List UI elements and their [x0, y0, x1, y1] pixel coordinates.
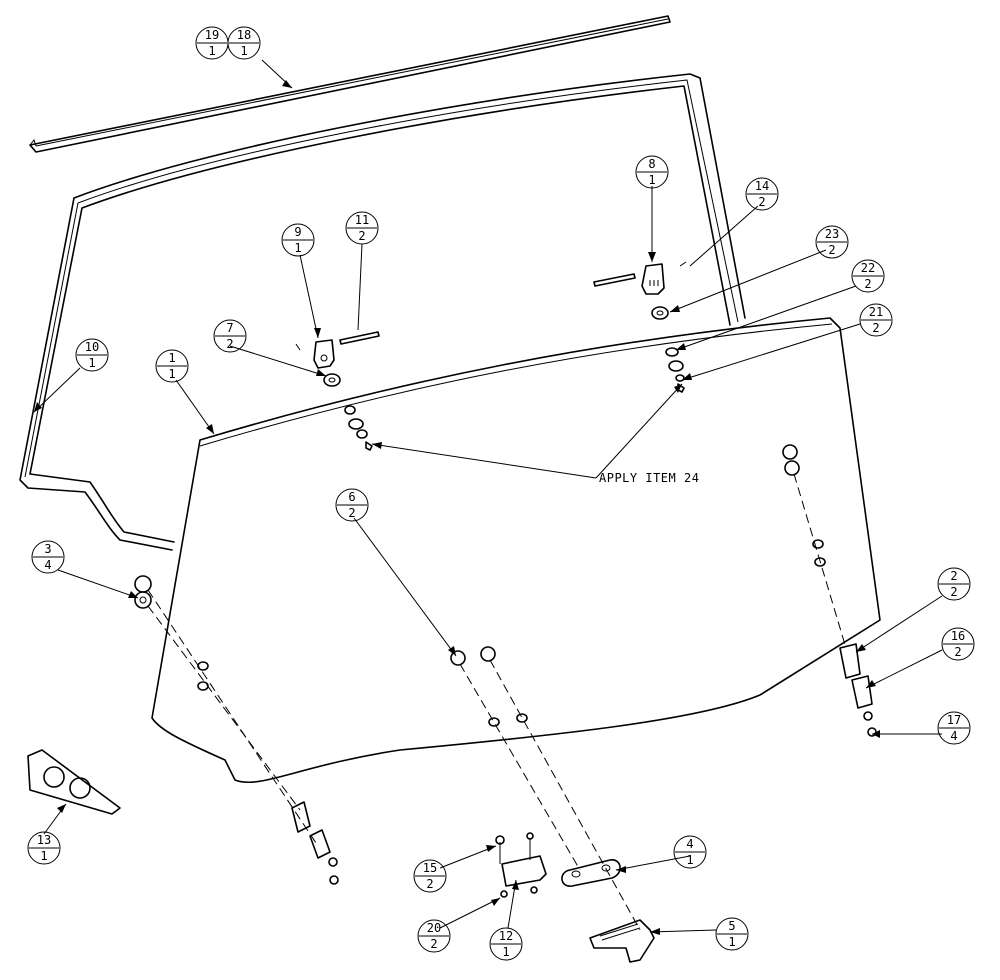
svg-text:20: 20: [427, 921, 441, 935]
callout-bubbles: 19 1 18 1 10 1 1 1 9 1 11 2: [27, 26, 975, 961]
callout-16: 16 2: [941, 627, 975, 661]
svg-text:2: 2: [758, 195, 765, 209]
callout-1: 1 1: [155, 349, 189, 383]
svg-text:9: 9: [294, 225, 301, 239]
callout-23: 23 2: [815, 225, 849, 259]
svg-text:16: 16: [951, 629, 965, 643]
svg-text:4: 4: [44, 558, 51, 572]
callout-4: 4 1: [673, 835, 707, 869]
apply-item-note: APPLY ITEM 24: [599, 471, 699, 485]
leader-lines: [33, 59, 943, 933]
callout-14: 14 2: [745, 177, 779, 211]
svg-text:1: 1: [40, 849, 47, 863]
callout-12: 12 1: [489, 927, 523, 961]
svg-text:1: 1: [240, 44, 247, 58]
callout-17: 17 4: [937, 711, 971, 745]
svg-text:2: 2: [950, 585, 957, 599]
svg-text:4: 4: [686, 837, 693, 851]
svg-text:1: 1: [88, 356, 95, 370]
svg-text:22: 22: [861, 261, 875, 275]
svg-text:15: 15: [423, 861, 437, 875]
svg-text:1: 1: [168, 351, 175, 365]
latch-plate: [27, 749, 121, 815]
svg-text:2: 2: [226, 337, 233, 351]
svg-text:18: 18: [237, 28, 251, 42]
callout-11: 11 2: [345, 211, 379, 245]
left-hinge: [295, 331, 380, 369]
center-bumper-assembly: [450, 646, 641, 931]
svg-text:2: 2: [954, 645, 961, 659]
svg-text:17: 17: [947, 713, 961, 727]
svg-text:2: 2: [430, 937, 437, 951]
svg-text:1: 1: [648, 173, 655, 187]
callout-2: 2 2: [937, 567, 971, 601]
svg-text:7: 7: [226, 321, 233, 335]
svg-text:2: 2: [872, 321, 879, 335]
callout-15: 15 2: [413, 859, 447, 893]
svg-text:19: 19: [205, 28, 219, 42]
svg-text:2: 2: [864, 277, 871, 291]
callout-10: 10 1: [75, 338, 109, 372]
left-washer-stack: [323, 373, 373, 451]
callout-5: 5 1: [715, 917, 749, 951]
callout-6: 6 2: [335, 488, 369, 522]
svg-text:13: 13: [37, 833, 51, 847]
callout-9: 9 1: [281, 223, 315, 257]
right-bumper-assembly: [782, 444, 877, 737]
callout-20: 20 2: [417, 919, 451, 953]
svg-text:2: 2: [358, 229, 365, 243]
leader-arrowheads: [34, 80, 880, 935]
callout-8: 8 1: [635, 155, 669, 189]
svg-text:8: 8: [648, 157, 655, 171]
svg-text:2: 2: [348, 506, 355, 520]
svg-text:1: 1: [294, 241, 301, 255]
svg-text:2: 2: [426, 877, 433, 891]
svg-text:5: 5: [728, 919, 735, 933]
svg-text:2: 2: [950, 569, 957, 583]
svg-text:2: 2: [828, 243, 835, 257]
window-frame: [19, 73, 746, 551]
callout-22: 22 2: [851, 259, 885, 293]
svg-text:23: 23: [825, 227, 839, 241]
lower-hardware: [495, 832, 655, 963]
callout-7: 7 2: [213, 319, 247, 353]
svg-text:12: 12: [499, 929, 513, 943]
svg-text:1: 1: [168, 367, 175, 381]
svg-text:6: 6: [348, 490, 355, 504]
svg-text:1: 1: [686, 853, 693, 867]
svg-text:10: 10: [85, 340, 99, 354]
svg-text:1: 1: [208, 44, 215, 58]
callout-13: 13 1: [27, 831, 61, 865]
svg-text:21: 21: [869, 305, 883, 319]
svg-text:1: 1: [728, 935, 735, 949]
callout-18: 18 1: [227, 26, 261, 60]
left-bumper-assembly: [134, 575, 339, 885]
glass-panel: [151, 317, 881, 784]
svg-text:4: 4: [950, 729, 957, 743]
svg-text:3: 3: [44, 542, 51, 556]
svg-text:11: 11: [355, 213, 369, 227]
callout-19: 19 1: [195, 26, 229, 60]
seal-strip: [29, 15, 671, 153]
svg-text:1: 1: [502, 945, 509, 959]
callout-21: 21 2: [859, 303, 893, 337]
svg-text:14: 14: [755, 179, 769, 193]
callout-3: 3 4: [31, 540, 65, 574]
right-hinge: [593, 261, 687, 295]
